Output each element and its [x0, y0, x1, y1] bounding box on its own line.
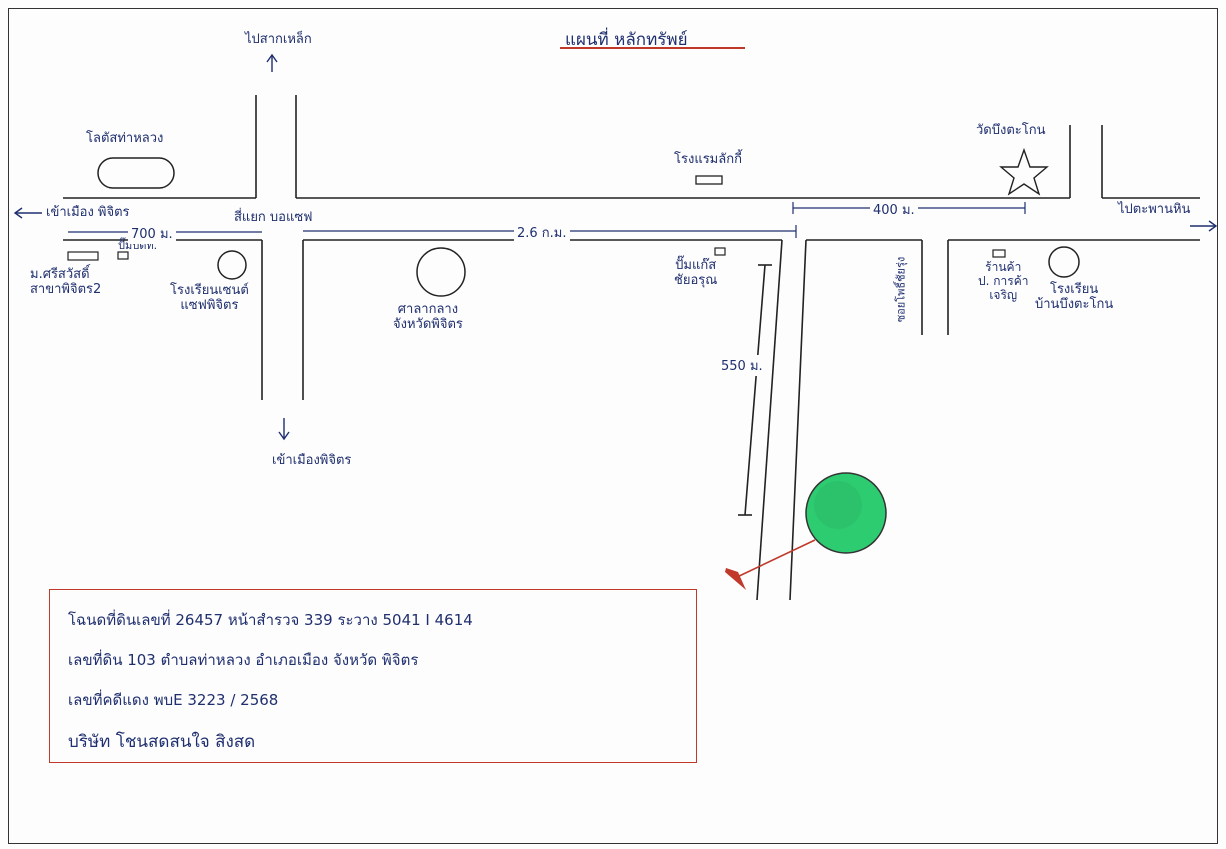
branch-road-right [789, 239, 807, 601]
label-hotel: โรงแรมลักกี้ [674, 152, 742, 167]
school-bueng-marker [1048, 246, 1080, 278]
branch-road-left [756, 239, 783, 601]
bank-marker [67, 251, 99, 261]
lotus-marker [97, 157, 175, 189]
label-bank: ม.ศรีสวัสดิ์ สาขาพิจิตร2 [30, 267, 102, 297]
wat-star-icon [999, 147, 1049, 196]
city-hall-marker [416, 247, 466, 297]
label-soi: ซอยโพธิ์ชัยรุ่ง [894, 256, 908, 323]
label-school-joseph: โรงเรียนเซนต์ แซฟพิจิตร [170, 283, 249, 313]
dist-700: 700 ม. [128, 223, 176, 244]
label-north: ไปสากเหล็ก [245, 32, 312, 47]
label-city-hall: ศาลากลาง จังหวัดพิจิตร [393, 302, 463, 332]
gas-marker [714, 247, 726, 256]
dist-26: 2.6 ก.ม. [514, 222, 570, 243]
label-wat: วัดบึงตะโกน [976, 123, 1046, 138]
label-west: เข้าเมือง พิจิตร [46, 205, 130, 220]
school-joseph-marker [217, 250, 247, 280]
info-line-deed: โฉนดที่ดินเลขที่ 26457 หน้าสำรวจ 339 ระว… [68, 611, 473, 629]
info-line-case: เลขที่คดีแดง พบE 3223 / 2568 [68, 691, 279, 709]
label-junction: สี่แยก บอแซฟ [234, 210, 313, 225]
map-sheet [8, 8, 1218, 844]
title-underline [560, 47, 745, 49]
ptt-marker [117, 251, 129, 260]
property-info-box: โฉนดที่ดินเลขที่ 26457 หน้าสำรวจ 339 ระว… [49, 589, 697, 763]
map-title: แผนที่ หลักทรัพย์ [565, 30, 688, 50]
label-school-bueng: โรงเรียน บ้านบึงตะโกน [1035, 282, 1114, 312]
label-east: ไปตะพานหิน [1118, 202, 1191, 217]
dist-400: 400 ม. [870, 199, 918, 220]
info-line-land: เลขที่ดิน 103 ตำบลท่าหลวง อำเภอเมือง จัง… [68, 651, 419, 669]
label-lotus: โลตัสท่าหลวง [86, 131, 164, 146]
label-gas-station: ปั๊มแก๊ส ชัยอรุณ [674, 258, 718, 288]
label-shop: ร้านค้า ป. การค้า เจริญ [978, 260, 1029, 302]
dist-550: 550 ม. [718, 355, 766, 376]
property-location-marker [805, 472, 887, 554]
shop-marker [992, 249, 1006, 258]
dim-550-line [744, 264, 766, 516]
property-pointer-arrow [734, 539, 816, 579]
hotel-marker [695, 175, 723, 185]
info-line-company: บริษัท โชนสดสนใจ สิงสด [68, 732, 256, 752]
label-south: เข้าเมืองพิจิตร [272, 453, 352, 468]
